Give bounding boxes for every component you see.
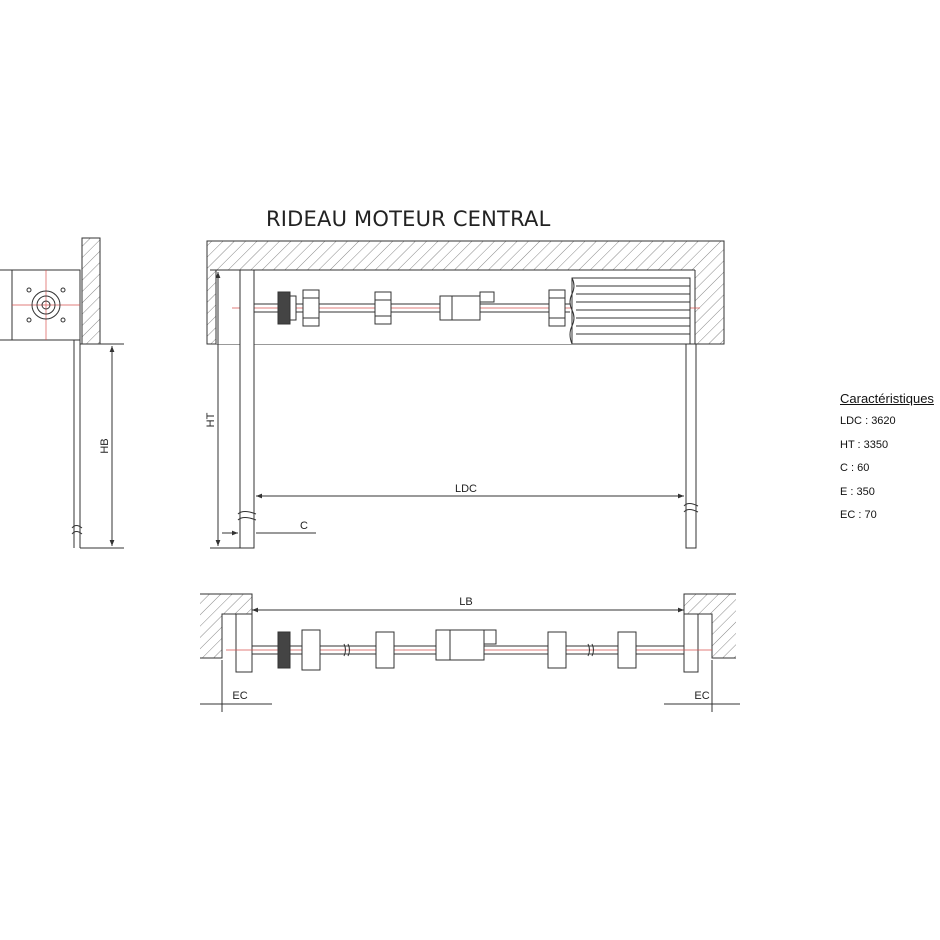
front-post-right <box>685 343 697 549</box>
spec-row-ldc: LDC : 3620 <box>840 415 896 427</box>
dim-ldc: LDC <box>455 483 477 495</box>
dim-lb: LB <box>459 596 472 608</box>
side-wall <box>81 237 101 345</box>
top-view <box>200 593 740 712</box>
dim-ec-left: EC <box>232 690 247 702</box>
side-view <box>0 237 124 549</box>
front-gear-3 <box>548 289 566 327</box>
spec-row-e: E : 350 <box>840 485 875 498</box>
front-post-left <box>239 269 255 549</box>
dim-c: C <box>300 520 308 532</box>
front-view <box>206 240 725 549</box>
drawing-title: RIDEAU MOTEUR CENTRAL <box>266 207 551 231</box>
top-motor <box>435 629 485 661</box>
side-axle-outer <box>31 290 61 320</box>
top-gear-2 <box>375 631 395 669</box>
spec-row-ht: HT : 3350 <box>840 438 889 451</box>
top-brake-drum <box>277 631 291 669</box>
front-brake-drum <box>277 291 291 325</box>
specs-panel: Caractéristiques LDC : 3620 HT : 3350 C … <box>840 391 934 533</box>
front-gear-1 <box>302 289 320 327</box>
specs-heading: Caractéristiques <box>840 391 934 406</box>
top-gear-4 <box>617 631 637 669</box>
top-gear-3 <box>547 631 567 669</box>
front-gear-2 <box>374 291 392 325</box>
front-motor <box>439 295 481 321</box>
dim-hb: HB <box>99 438 111 453</box>
spec-row-ec: EC : 70 <box>840 509 877 521</box>
top-gear-1 <box>301 629 321 671</box>
spec-row-c: C : 60 <box>840 462 870 474</box>
front-curtain-roll <box>571 277 691 345</box>
dim-ht: HT <box>205 412 217 427</box>
dim-ec-right: EC <box>694 690 709 702</box>
